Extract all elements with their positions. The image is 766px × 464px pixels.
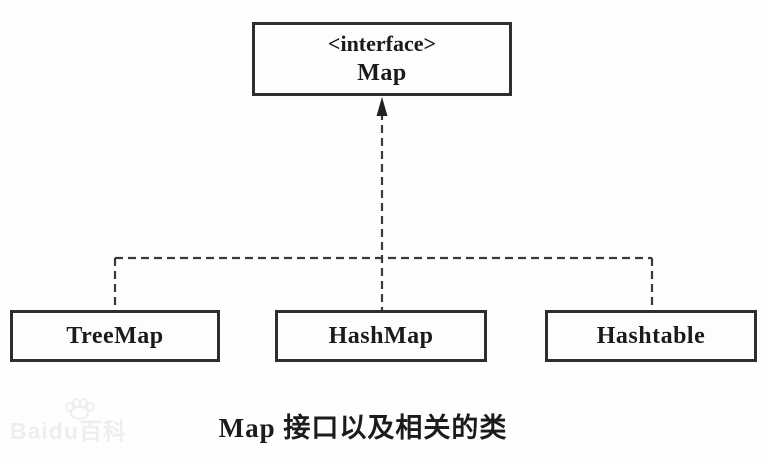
paw-print-icon — [65, 398, 95, 420]
watermark-text: Baidu百科 — [10, 418, 127, 444]
arrowhead-up-icon — [376, 97, 388, 116]
class-box-treemap: TreeMap — [10, 310, 220, 362]
baidu-baike-watermark: Baidu百科 — [10, 398, 127, 446]
interface-name: Map — [357, 59, 407, 86]
interface-box-map: <interface> Map — [252, 22, 512, 96]
class-name-treemap: TreeMap — [66, 323, 164, 349]
class-box-hashtable: Hashtable — [545, 310, 757, 362]
class-name-hashmap: HashMap — [328, 323, 434, 349]
class-name-hashtable: Hashtable — [596, 323, 706, 349]
class-box-hashmap: HashMap — [275, 310, 487, 362]
figure-caption: Map 接口以及相关的类 — [218, 413, 508, 443]
interface-stereotype: <interface> — [327, 31, 437, 57]
